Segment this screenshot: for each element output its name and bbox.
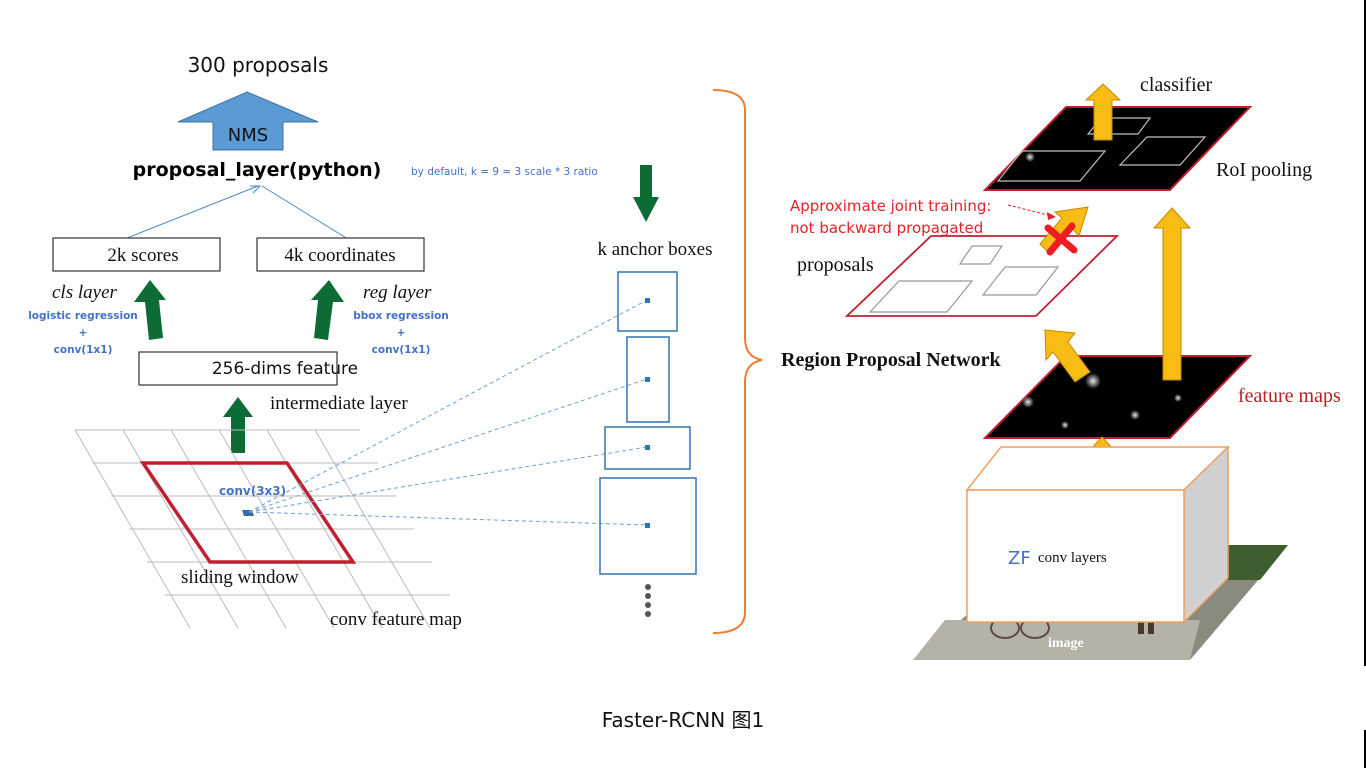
more-anchors-ellipsis bbox=[645, 584, 651, 617]
rpn-label: Region Proposal Network bbox=[781, 349, 1001, 371]
proposal-layer-title: proposal_layer(python) bbox=[133, 159, 382, 181]
proposal-boxes bbox=[868, 245, 1060, 313]
nms-arrow bbox=[177, 91, 319, 151]
anchor-projection-lines bbox=[248, 299, 648, 526]
cls-note-3: conv(1x1) bbox=[54, 344, 113, 356]
green-arrow-intermediate bbox=[223, 397, 253, 453]
annotation-pointer bbox=[1007, 204, 1053, 217]
scores-box-label: 2k scores bbox=[107, 245, 178, 266]
reg-note-1: bbox regression bbox=[353, 310, 449, 322]
yellow-arrow-proposals-up bbox=[1044, 329, 1091, 383]
green-arrow-anchors bbox=[633, 165, 659, 222]
anchor-centers bbox=[645, 298, 650, 528]
figure-caption: Faster-RCNN 图1 bbox=[601, 708, 765, 732]
feature-map-spots bbox=[1022, 373, 1182, 429]
intermediate-layer-label: intermediate layer bbox=[270, 393, 408, 414]
reg-layer-label: reg layer bbox=[363, 282, 432, 303]
approx-joint-line2: not backward propagated bbox=[790, 219, 983, 237]
sliding-window-label: sliding window bbox=[181, 567, 299, 588]
anchor-boxes-label: k anchor boxes bbox=[597, 239, 712, 260]
k-default-note: by default, k = 9 = 3 scale * 3 ratio bbox=[411, 166, 598, 178]
scores-box bbox=[52, 237, 221, 272]
roi-inner-boxes bbox=[996, 117, 1207, 182]
cls-note-1: logistic regression bbox=[28, 310, 138, 322]
cls-note-2: + bbox=[79, 327, 88, 339]
classifier-label: classifier bbox=[1140, 74, 1213, 96]
proposals-count-label: 300 proposals bbox=[188, 53, 329, 77]
annotation-pointer-head bbox=[1047, 212, 1056, 220]
anchor-boxes bbox=[599, 271, 697, 575]
right-edge-line-top bbox=[1364, 0, 1366, 666]
sliding-window-box bbox=[139, 461, 357, 564]
zf-box-front bbox=[966, 489, 1185, 623]
coords-box-label: 4k coordinates bbox=[284, 245, 395, 266]
roi-pooling-plane bbox=[982, 106, 1253, 191]
conv-feature-map-label: conv feature map bbox=[330, 609, 462, 630]
feature-maps-plane bbox=[982, 355, 1253, 439]
image-label: image bbox=[1048, 636, 1084, 651]
green-arrow-cls bbox=[134, 280, 166, 340]
right-edge-line-bottom bbox=[1364, 730, 1366, 768]
zf-label: ZF bbox=[1008, 548, 1031, 569]
yellow-arrow-classifier bbox=[1084, 83, 1122, 141]
green-arrow-reg bbox=[311, 280, 344, 340]
yellow-arrow-roi-long bbox=[1152, 207, 1192, 381]
conv3x3-label: conv(3x3) bbox=[219, 484, 286, 498]
roi-spot bbox=[1025, 152, 1035, 162]
proposals-label: proposals bbox=[797, 254, 874, 276]
merge-lines bbox=[126, 185, 357, 245]
conv-layers-label: conv layers bbox=[1038, 550, 1107, 566]
feature-box bbox=[138, 351, 338, 386]
zf-box-top bbox=[965, 446, 1230, 491]
feature-maps-label: feature maps bbox=[1238, 385, 1341, 407]
rpn-brace bbox=[712, 89, 763, 634]
reg-note-3: conv(1x1) bbox=[372, 344, 431, 356]
blocked-x-icon bbox=[1044, 222, 1078, 256]
roi-pooling-label: RoI pooling bbox=[1216, 159, 1312, 181]
cls-layer-label: cls layer bbox=[52, 282, 118, 303]
feature-box-label: 256-dims feature bbox=[212, 359, 358, 379]
reg-note-2: + bbox=[397, 327, 406, 339]
approx-joint-line1: Approximate joint training: bbox=[790, 197, 991, 215]
coords-box bbox=[256, 237, 425, 272]
nms-label: NMS bbox=[228, 125, 268, 146]
conv-feature-grid bbox=[74, 429, 450, 629]
